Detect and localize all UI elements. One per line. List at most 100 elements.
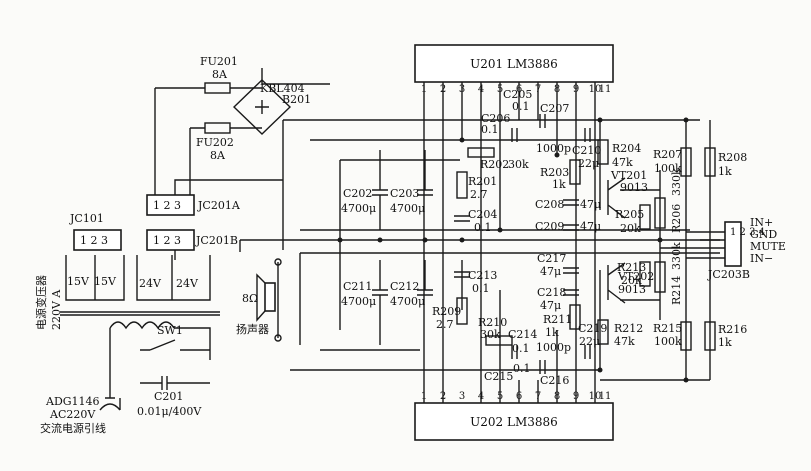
r209-val: 2.7 [436,318,454,331]
ic-u201-body [414,44,614,83]
connector-jc201a [146,194,195,216]
r203-ref: R203 [540,166,569,179]
bridge-ref-label: B201 [282,93,311,106]
r214-ref: R214 [670,276,683,305]
bridge-rectifier [232,79,292,135]
c217-ref: C217 [537,252,566,265]
r205-ref: R205 [615,208,644,221]
c214-val: 0.1 [512,342,530,355]
c209-ref: C209 [535,220,564,233]
ic-u202-pin-11: 11 [599,391,612,402]
switch-label: SW1 [157,324,183,337]
ic-u202-body [414,402,614,441]
io-in-plus: IN+ [750,216,773,229]
c212-ref: C212 [390,280,419,293]
c206-ref: C206 [481,112,510,125]
c204-val: 0.1 [474,221,492,234]
c216-val: 1000p [536,341,571,354]
r216-ref: R216 [718,323,747,336]
vt201-ref: VT201 [610,169,647,182]
r212-ref: R212 [614,322,643,335]
c201-label: C201 [154,390,183,403]
c211-ref: C211 [343,280,372,293]
c208-ref: C208 [535,198,564,211]
c202-ref: C202 [343,187,372,200]
trans-name: 电源变压器 [34,275,48,330]
trans-v4: 24V [176,277,199,290]
r214-val: 330k [670,242,683,270]
c206-val: 0.1 [481,123,499,136]
ic-u201-label: U201 LM3886 [470,57,558,71]
jc203b-label: JC203B [707,268,750,281]
r206-val: 330k [670,168,683,196]
c207-val: 1000p [536,142,571,155]
io-gnd: GND [750,228,777,241]
power-input [60,79,292,411]
ic-u202-label: U202 LM3886 [470,415,558,429]
r201-val: 2.7 [470,188,488,201]
trans-rating: 220V A [50,289,63,330]
junction-dots [337,117,689,383]
jc203b-pin-labels: 1 2 3 4 [730,227,765,238]
c213-ref: C213 [468,269,497,282]
trans-v3: 24V [139,277,162,290]
r204-ref: R204 [612,142,641,155]
r202-ref: R202 [480,158,509,171]
io-mute: MUTE [750,240,786,253]
c209-val: 47μ [580,220,601,233]
c217-val: 47μ [540,265,561,278]
cord-label: 交流电源引线 [40,421,106,435]
ic-u201-pin-11: 11 [599,84,612,95]
r210-val: 30k [480,328,501,341]
r208-ref: R208 [718,151,747,164]
r216-val: 1k [718,336,732,349]
r208-val: 1k [718,165,732,178]
c205-ref: C205 [503,88,532,101]
trans-v1: 15V [67,275,90,288]
c204-ref: C204 [468,208,497,221]
jc101-pin-labels: 1 2 3 [80,234,108,247]
fu202-label: FU202 [196,136,234,149]
c203-val: 4700μ [390,202,425,215]
c203-ref: C203 [390,187,419,200]
connector-jc201b [146,229,195,251]
r212-val: 47k [614,335,635,348]
wires [239,68,725,403]
vt202-ref: VT202 [617,270,654,283]
trans-v2: 15V [94,275,117,288]
r201-ref: R201 [468,175,497,188]
r211-val: 1k [545,326,559,339]
r211-ref: R211 [543,313,572,326]
fu202-value: 8A [210,149,226,162]
r215-val: 100k [654,335,682,348]
voltage-label: AC220V [49,408,96,421]
ic-u201: U201 LM3886 [414,44,614,83]
speaker-body [264,282,276,312]
c219-ref: C219 [578,322,607,335]
r207-val: 100k [654,162,682,175]
fuse-fu202 [204,122,231,134]
c207-ref: C207 [540,102,569,115]
c205-val: 0.1 [512,100,530,113]
jc201a-pin-labels: 1 2 3 [153,199,181,212]
r207-ref: R207 [653,148,682,161]
plug-label: ADG1146 [45,395,100,408]
r215-ref: R215 [653,322,682,335]
fu201-value: 8A [212,68,228,81]
r213-ref: R213 [617,261,646,274]
c216-ref: C216 [540,374,569,387]
fu201-label: FU201 [200,55,238,68]
c211-val: 4700μ [341,295,376,308]
vt201-val: 9013 [620,181,648,194]
c213-val: 0.1 [472,282,490,295]
jc101-label: JC101 [69,212,104,225]
connector-jc203b [724,221,742,267]
r204-val: 47k [612,156,633,169]
r209-ref: R209 [432,305,461,318]
r202-val: 30k [508,158,529,171]
r203-val: 1k [552,178,566,191]
c214-ref: C214 [508,328,537,341]
c215-ref: C215 [484,370,513,383]
